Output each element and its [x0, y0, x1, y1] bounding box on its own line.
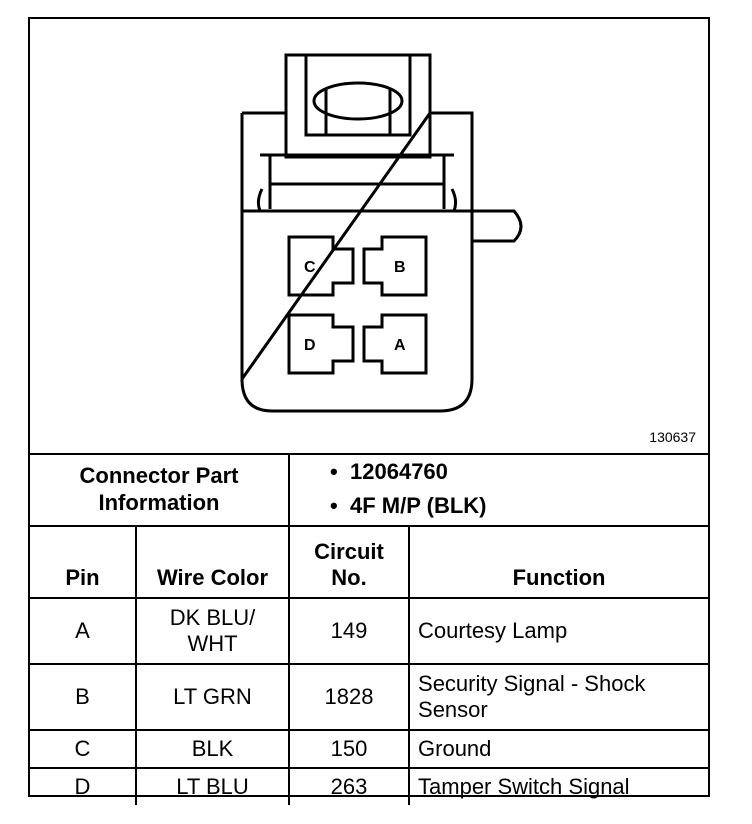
table-row: D LT BLU 263 Tamper Switch Signal: [30, 767, 709, 805]
wire-color-cell: BLK: [134, 729, 291, 769]
pin-label-b: B: [394, 259, 406, 276]
circuit-cell: 263: [288, 767, 411, 805]
table-row: A DK BLU/ WHT 149 Courtesy Lamp: [30, 597, 709, 665]
function-cell: Tamper Switch Signal: [408, 767, 709, 805]
pinout-table: Connector Part Information •12064760 •4F…: [30, 453, 709, 805]
cavity-a: [362, 313, 428, 375]
function-cell: Courtesy Lamp: [408, 597, 709, 665]
header-pin: Pin: [30, 525, 137, 599]
lock-tab-slot: [312, 81, 404, 121]
pin-cell: A: [30, 597, 137, 665]
connector-body: [240, 111, 474, 413]
cavity-b: [362, 235, 428, 297]
pin-label-a: A: [394, 337, 406, 354]
connector-type: •4F M/P (BLK): [330, 493, 487, 518]
function-cell: Security Signal - Shock Sensor: [408, 663, 709, 731]
figure-number: 130637: [649, 429, 696, 445]
header-wire-color: Wire Color: [134, 525, 291, 599]
pin-label-c: C: [304, 259, 316, 276]
table-header-row: Pin Wire Color Circuit No. Function: [30, 525, 709, 599]
connector-info-values: •12064760 •4F M/P (BLK): [288, 453, 709, 527]
connector-info-row: Connector Part Information •12064760 •4F…: [30, 453, 709, 527]
pin-label-d: D: [304, 337, 316, 354]
wire-color-cell: LT BLU: [134, 767, 291, 805]
circuit-cell: 150: [288, 729, 411, 769]
function-cell: Ground: [408, 729, 709, 769]
lock-tab-inner: [304, 55, 412, 137]
circuit-cell: 1828: [288, 663, 411, 731]
connector-diagram: C B D A 130637: [30, 19, 708, 455]
diagram-frame: C B D A 130637 Connector Part Informatio…: [28, 17, 710, 805]
cavity-d: [287, 313, 355, 375]
header-function: Function: [408, 525, 709, 599]
table-row: B LT GRN 1828 Security Signal - Shock Se…: [30, 663, 709, 731]
pin-cell: B: [30, 663, 137, 731]
table-row: C BLK 150 Ground: [30, 729, 709, 769]
header-circuit: Circuit No.: [288, 525, 411, 599]
circuit-cell: 149: [288, 597, 411, 665]
pin-cell: D: [30, 767, 137, 805]
pin-cell: C: [30, 729, 137, 769]
cavity-c: [287, 235, 355, 297]
lock-tab-outline: [284, 53, 432, 159]
side-latch: [472, 209, 523, 243]
connector-info-label: Connector Part Information: [30, 453, 291, 527]
part-number: •12064760: [330, 459, 448, 484]
wire-color-cell: LT GRN: [134, 663, 291, 731]
connector-drawing: C B D A: [240, 53, 523, 413]
wire-color-cell: DK BLU/ WHT: [134, 597, 291, 665]
